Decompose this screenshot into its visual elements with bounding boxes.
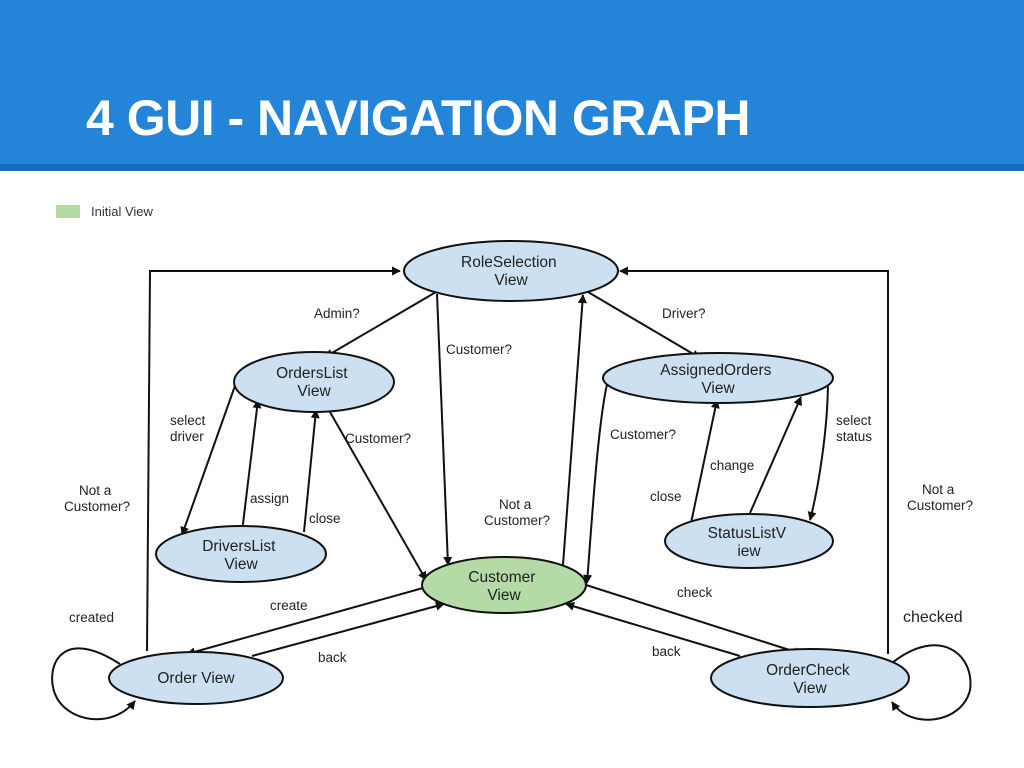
- edge-label-not-customer-left: Not a Customer?: [64, 483, 130, 514]
- edge-label-checked: checked: [903, 609, 963, 626]
- edge-select-driver: [180, 382, 237, 536]
- edge-checked-loop: [891, 644, 972, 721]
- edge-label-created: created: [69, 610, 114, 625]
- edge-admin: [324, 291, 437, 358]
- edge-close-drivers: [303, 409, 320, 533]
- node-role-selection: [403, 240, 619, 302]
- node-orders-list-label: OrdersList View: [276, 365, 352, 400]
- edge-label-not-customer-right: Not a Customer?: [907, 482, 973, 513]
- node-role-selection-label: RoleSelection View: [461, 254, 561, 289]
- node-orders-list: [233, 351, 395, 413]
- edge-label-create: create: [270, 598, 308, 613]
- edge-back-left: [251, 601, 445, 657]
- edge-label-close-status: close: [650, 489, 682, 504]
- edge-label-select-driver: select driver: [170, 413, 209, 444]
- edge-assign: [241, 399, 262, 533]
- edge-label-customer-orders: Customer?: [345, 431, 411, 446]
- node-customer-label: Customer View: [468, 569, 540, 604]
- node-order: [108, 651, 284, 705]
- edge-label-customer-role: Customer?: [446, 342, 512, 357]
- header-rule: [0, 164, 1024, 171]
- node-drivers-list: [155, 525, 327, 583]
- edge-label-select-status: select status: [836, 413, 875, 444]
- edge-label-back-right: back: [652, 644, 681, 659]
- node-order-check-label: OrderCheck View: [766, 662, 854, 697]
- legend-swatch: [56, 205, 80, 218]
- node-assigned-orders: [602, 352, 834, 404]
- edge-check: [585, 584, 803, 656]
- node-order-check: [710, 648, 910, 708]
- edge-role-to-customer: [436, 293, 453, 566]
- edge-label-customer-assigned: Customer?: [610, 427, 676, 442]
- node-assigned-orders-label: AssignedOrders View: [660, 362, 775, 397]
- node-status-list: [664, 513, 834, 569]
- slide-title: 4 GUI - NAVIGATION GRAPH: [86, 90, 750, 146]
- edge-label-admin: Admin?: [314, 306, 360, 321]
- edge-select-status: [807, 379, 829, 521]
- edge-change: [749, 396, 802, 514]
- edge-customer-to-role: [562, 294, 587, 566]
- edge-driver: [587, 291, 701, 359]
- edge-ordercheck-to-role: [619, 266, 889, 654]
- node-status-list-label: StatusListV iew: [708, 525, 791, 560]
- edge-create: [186, 587, 424, 657]
- edge-label-change: change: [710, 458, 754, 473]
- edge-orders-to-customer: [321, 397, 427, 581]
- node-drivers-list-label: DriversList View: [202, 538, 280, 573]
- edge-created-loop: [51, 647, 136, 721]
- edge-assigned-to-customer: [583, 379, 609, 584]
- node-order-label: Order View: [157, 670, 235, 687]
- edge-label-back-left: back: [318, 650, 347, 665]
- edge-back-right: [565, 602, 741, 657]
- slide-header: [0, 0, 1024, 164]
- edge-label-assign: assign: [250, 491, 289, 506]
- legend-label: Initial View: [91, 204, 153, 219]
- edge-label-check: check: [677, 585, 713, 600]
- edge-label-not-customer-center: Not a Customer?: [484, 497, 550, 528]
- edge-label-driver: Driver?: [662, 306, 706, 321]
- edge-order-to-role: [146, 266, 401, 652]
- node-customer: [421, 556, 587, 614]
- edge-label-close-drivers: close: [309, 511, 341, 526]
- edge-close-status: [690, 399, 720, 524]
